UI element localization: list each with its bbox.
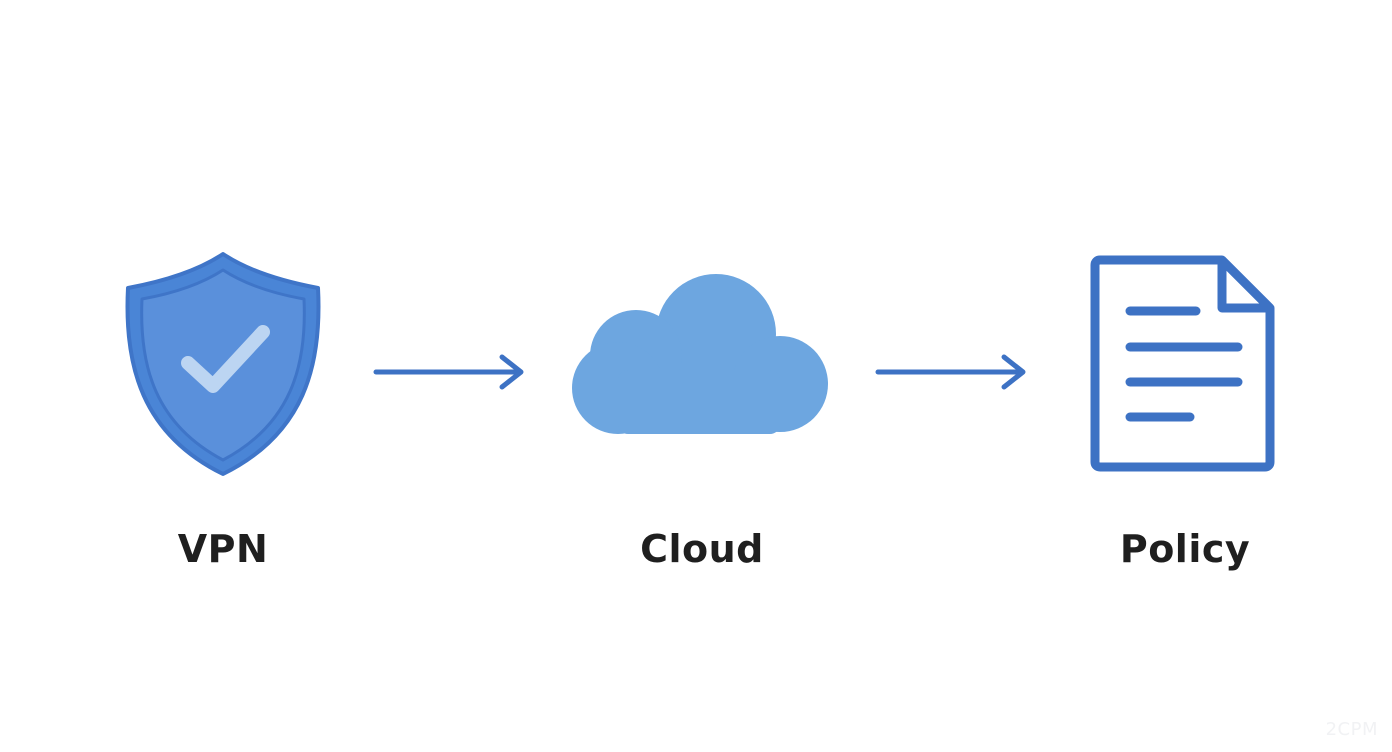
document-icon — [1090, 255, 1275, 472]
node-label-vpn: VPN — [177, 527, 269, 571]
flow-arrow — [875, 354, 1026, 390]
watermark-text: 2CPM — [1325, 719, 1378, 740]
cloud-icon — [572, 274, 828, 434]
node-label-cloud: Cloud — [640, 527, 764, 571]
flow-arrow — [373, 354, 524, 390]
shield-check-icon — [125, 252, 321, 476]
node-label-policy: Policy — [1119, 527, 1251, 571]
